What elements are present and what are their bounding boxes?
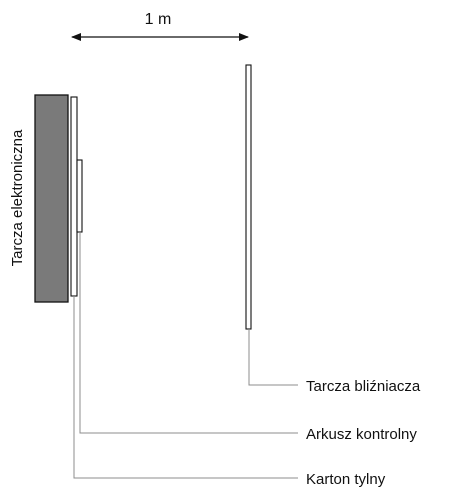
control-sheet: [76, 159, 83, 233]
electronic-target: [34, 94, 69, 303]
electronic-target-label: Tarcza elektroniczna: [9, 129, 26, 266]
backing-card: [70, 96, 78, 297]
control-sheet-label: Arkusz kontrolny: [306, 426, 417, 443]
backing-card-label: Karton tylny: [306, 471, 386, 488]
twin-target-label: Tarcza bliźniacza: [306, 378, 421, 395]
backing-card-leader: [73, 296, 298, 479]
control-sheet-leader: [79, 232, 298, 434]
twin-target-leader: [248, 329, 298, 386]
twin-target: [245, 64, 252, 330]
distance-label: 1 m: [145, 11, 172, 28]
